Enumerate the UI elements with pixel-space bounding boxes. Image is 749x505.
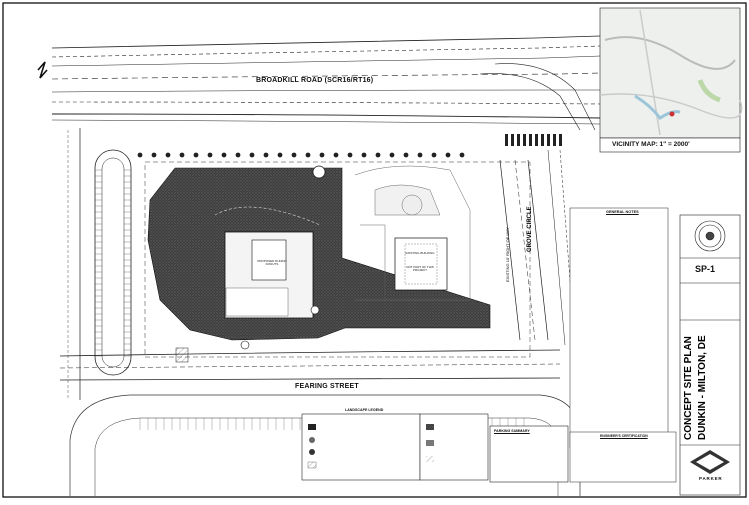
tree-symbol [459, 152, 465, 158]
property-line [144, 161, 531, 358]
tree-symbol [347, 152, 353, 158]
crosswalk-bar [517, 134, 520, 146]
west-boundary [67, 128, 81, 400]
parking-summary-title: PARKING SUMMARY [494, 429, 530, 433]
landscape-legend [301, 413, 569, 483]
crosswalk-bar [523, 134, 526, 146]
crosswalk-bar [541, 134, 544, 146]
general-notes-box [569, 207, 669, 449]
road-label-broadkill: BROADKILL ROAD (SCR16/RT16) [256, 77, 374, 84]
existing-drive [354, 165, 471, 301]
sign-symbol [312, 165, 326, 179]
engineer-cert-title: ENGINEER'S CERTIFICATION [600, 434, 648, 438]
crosswalk-bar [529, 134, 532, 146]
grove-circle [499, 149, 576, 346]
tree-symbol [221, 152, 227, 158]
tree-symbol [445, 152, 451, 158]
building-label: PROPOSED DUNKIN DONUTS [257, 259, 287, 267]
crosswalk-bar [535, 134, 538, 146]
sheet-border [2, 2, 747, 498]
crosswalk-bar [553, 134, 556, 146]
tree-symbol [403, 152, 409, 158]
tree-symbol [305, 152, 311, 158]
existing-building-label: EXISTING BUILDING [405, 251, 435, 255]
general-notes-title: GENERAL NOTES [606, 210, 639, 214]
tree-symbol [389, 152, 395, 158]
parker-logo [690, 450, 730, 474]
landscape-legend-title: LANDSCAPE LEGEND [345, 408, 384, 412]
tree-symbol [375, 152, 381, 158]
match-line-symbol [37, 61, 48, 79]
crosswalk [505, 134, 562, 146]
tree-symbol [263, 152, 269, 158]
tree-symbol [319, 152, 325, 158]
crosswalk-bar [559, 134, 562, 146]
title-block [679, 214, 741, 496]
legend-swatches [307, 424, 434, 469]
existing-building [394, 237, 448, 291]
callout-symbol [240, 340, 250, 350]
fearing-street [59, 349, 561, 381]
plan-title: CONCEPT SITE PLAN [683, 336, 694, 440]
project-name: DUNKIN - MILTON, DE [697, 335, 708, 440]
tree-symbol [333, 152, 339, 158]
proposed-building [224, 231, 314, 319]
tree-symbol [193, 152, 199, 158]
tree-symbol [151, 152, 157, 158]
callout-symbol [310, 305, 320, 315]
tree-symbol [361, 152, 367, 158]
tree-symbol [417, 152, 423, 158]
tree-symbol [235, 152, 241, 158]
firm-name: PARKER [699, 476, 723, 481]
frontage-trees [137, 152, 465, 158]
engineer-cert-box [569, 431, 677, 483]
crosswalk-bar [505, 134, 508, 146]
crosswalk-bar [547, 134, 550, 146]
west-parking-loop [94, 149, 132, 376]
tree-symbol [165, 152, 171, 158]
road-label-fearing: FEARING STREET [295, 383, 359, 390]
tree-symbol [431, 152, 437, 158]
tree-symbol [137, 152, 143, 158]
tree-symbol [249, 152, 255, 158]
tree-symbol [207, 152, 213, 158]
vicinity-map [599, 7, 743, 153]
dumpster-enclosure [175, 347, 189, 363]
seal [694, 220, 726, 252]
crosswalk-bar [511, 134, 514, 146]
tree-symbol [179, 152, 185, 158]
vicinity-caption: VICINITY MAP: 1" = 2000' [612, 141, 690, 148]
existing-building-note: NOT PART OF THIS PROJECT [406, 265, 434, 273]
row-note: EXISTING 10' RIGHT OF WAY [505, 227, 510, 282]
tree-symbol [291, 152, 297, 158]
sheet-number: SP-1 [695, 264, 716, 274]
road-label-grove-circle: GROVE CIRCLE [527, 206, 533, 252]
tree-symbol [277, 152, 283, 158]
